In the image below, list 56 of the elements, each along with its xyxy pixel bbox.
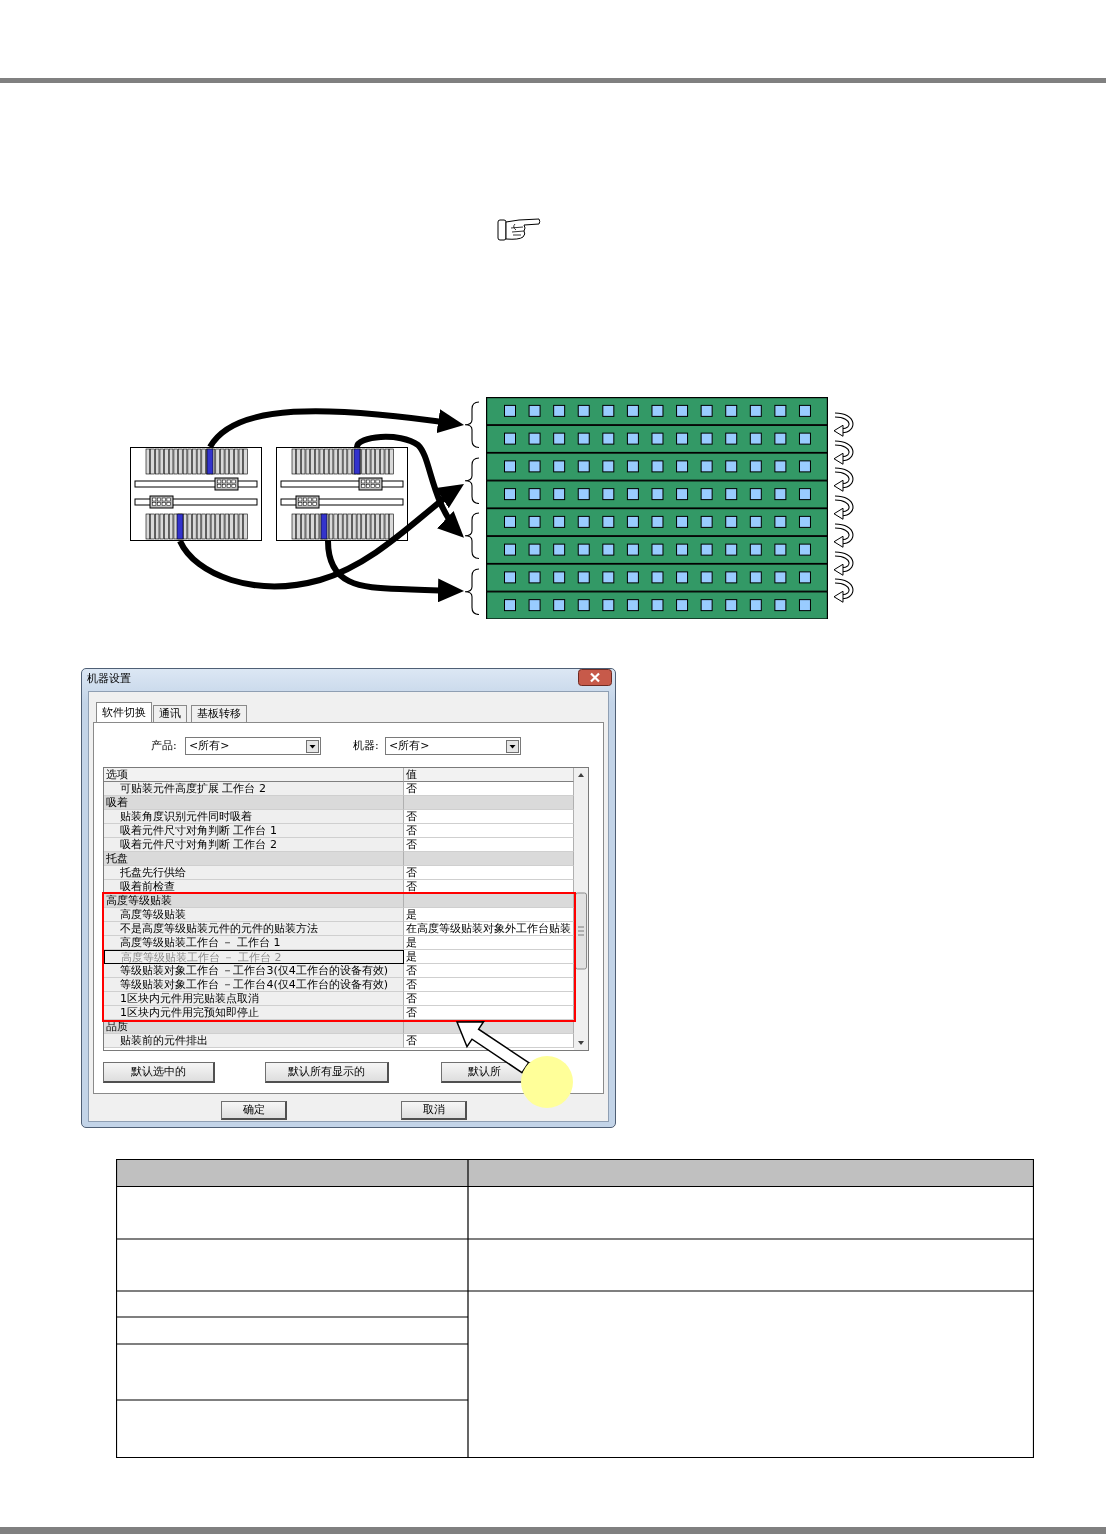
table-cell: 否 — [404, 866, 574, 880]
arrow — [207, 408, 465, 449]
highlight-frame — [102, 892, 576, 1022]
column-header: 选项 — [104, 768, 404, 782]
table-cell: 是 — [404, 950, 574, 964]
window-title: 机器设置 — [87, 672, 131, 686]
table-cell: 是 — [404, 936, 574, 950]
table-cell: 贴装前的元件排出 — [104, 1034, 404, 1048]
table-cell: 否 — [404, 824, 574, 838]
table-cell: 贴装角度识别元件同时吸着 — [104, 810, 404, 824]
table-cell: 否 — [404, 964, 574, 978]
tab: 基板转移 — [191, 705, 247, 723]
table-cell: 在高度等级贴装对象外工作台贴装 — [404, 922, 574, 936]
field-label: 产品: — [151, 738, 177, 754]
curly-brace — [464, 567, 480, 615]
table-cell: 高度等级贴装工作台 － 工作台 1 — [104, 936, 404, 950]
machine-illustration — [130, 447, 262, 541]
table-cell: 等级贴装对象工作台 －工作台4(仅4工作台的设备有效) — [104, 978, 404, 992]
table-cell: 否 — [404, 838, 574, 852]
dropdown: <所有> — [185, 737, 321, 755]
field-label: 机器: — [353, 738, 379, 754]
table-cell: 吸着 — [104, 796, 404, 810]
table-cell: 否 — [404, 978, 574, 992]
button: 默认所有显示的 — [265, 1062, 389, 1083]
tab: 通讯 — [153, 705, 187, 723]
dropdown: <所有> — [385, 737, 521, 755]
button: 确定 — [221, 1101, 287, 1120]
table-cell: 1区块内元件用完贴装点取消 — [104, 992, 404, 1006]
column-header: 值 — [404, 768, 574, 782]
table-cell: 否 — [404, 1006, 574, 1020]
table-cell: 高度等级贴装 — [104, 894, 404, 908]
arrow — [455, 1020, 530, 1074]
table-cell: 高度等级贴装 — [104, 908, 404, 922]
arrow — [177, 481, 466, 590]
table-cell: 高度等级贴装工作台 － 工作台 2 — [104, 950, 404, 964]
button: 默认选中的 — [103, 1062, 215, 1083]
arrow — [354, 433, 467, 540]
machine-illustration — [276, 447, 408, 541]
curly-brace — [464, 401, 480, 449]
table-cell: 不是高度等级贴装元件的元件的贴装方法 — [104, 922, 404, 936]
table-cell: 否 — [404, 992, 574, 1006]
table-cell: 否 — [404, 810, 574, 824]
tab: 软件切换 — [96, 702, 152, 723]
table-cell: 1区块内元件用完预知即停止 — [104, 1006, 404, 1020]
curly-brace — [464, 512, 480, 560]
button: 取消 — [401, 1101, 467, 1120]
table-cell: 否 — [404, 782, 574, 796]
table-cell: 等级贴装对象工作台 －工作台3(仅4工作台的设备有效) — [104, 964, 404, 978]
table-cell: 吸着元件尺寸对角判断 工作台 2 — [104, 838, 404, 852]
curly-brace — [464, 456, 480, 504]
table-cell: 吸着元件尺寸对角判断 工作台 1 — [104, 824, 404, 838]
table-cell: 托盘先行供给 — [104, 866, 404, 880]
table-cell: 托盘 — [104, 852, 404, 866]
arrow — [325, 540, 465, 603]
table-cell: 可贴装元件高度扩展 工作台 2 — [104, 782, 404, 796]
table-cell: 是 — [404, 908, 574, 922]
